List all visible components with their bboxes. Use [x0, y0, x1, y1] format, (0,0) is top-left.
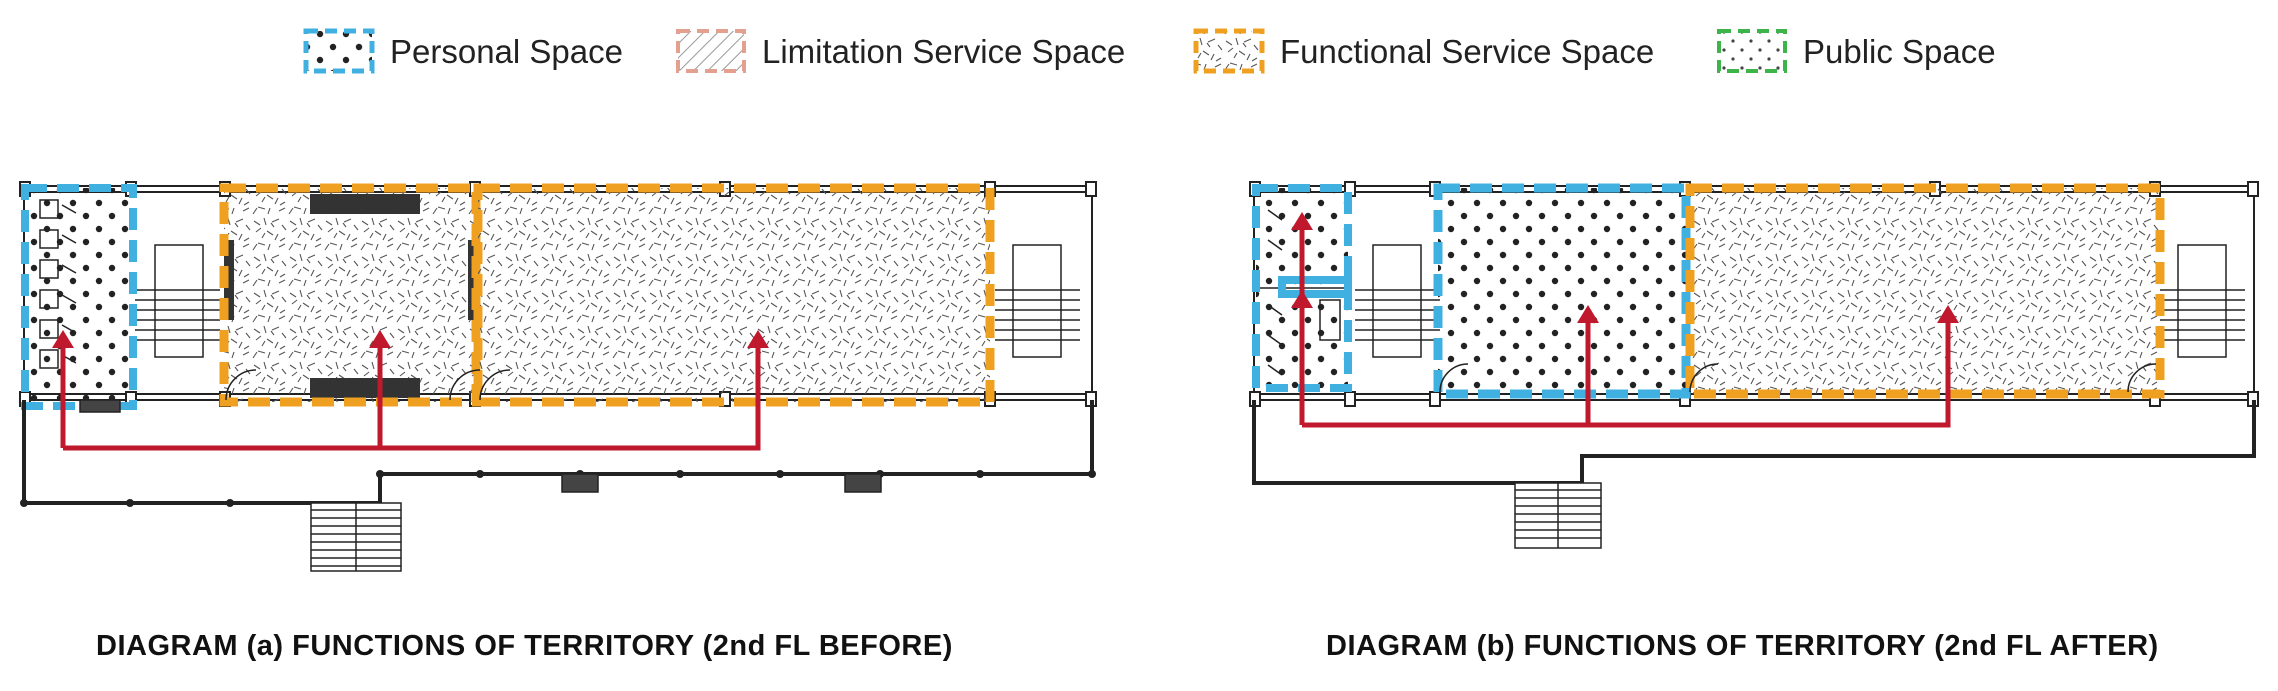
caption-diagram-b: DIAGRAM (b) FUNCTIONS OF TERRITORY (2nd …: [1326, 630, 2159, 662]
walkway: [1252, 400, 2256, 485]
legend-item-public: Public Space: [1803, 22, 1996, 82]
functional-space-area-2: [478, 188, 990, 402]
plan-before: [19, 181, 1097, 572]
legend-label-functional: Functional Service Space: [1280, 33, 1655, 70]
legend: Personal Space Limitation Service Space …: [0, 22, 2278, 82]
personal-space-area-room: [1438, 188, 1686, 394]
legend-swatch-functional: [1193, 28, 1265, 74]
legend-label-public: Public Space: [1803, 33, 1996, 70]
legend-swatches: [303, 28, 1787, 74]
legend-swatch-limitation: [676, 29, 746, 73]
legend-item-personal: Personal Space: [390, 22, 623, 82]
stairs: [1355, 244, 2245, 358]
functional-space-area-1: [224, 188, 476, 402]
legend-label-limitation: Limitation Service Space: [762, 33, 1126, 70]
circulation-arrows: [1299, 225, 1951, 428]
entrance-stairs: [310, 502, 402, 572]
functional-space-area-3: [1690, 188, 2160, 394]
legend-swatch-personal: [303, 28, 375, 74]
legend-item-limitation: Limitation Service Space: [762, 22, 1125, 82]
legend-label-personal: Personal Space: [390, 33, 623, 70]
personal-space-area: [25, 188, 133, 406]
plan-after: [1249, 181, 2259, 549]
entrance-stairs: [1514, 482, 1602, 549]
stairs: [135, 244, 1080, 358]
legend-swatch-public: [1717, 29, 1787, 73]
circulation-arrows: [60, 342, 761, 451]
caption-diagram-a: DIAGRAM (a) FUNCTIONS OF TERRITORY (2nd …: [96, 630, 953, 662]
legend-item-functional: Functional Service Space: [1280, 22, 1654, 82]
walkway: [22, 400, 1094, 505]
